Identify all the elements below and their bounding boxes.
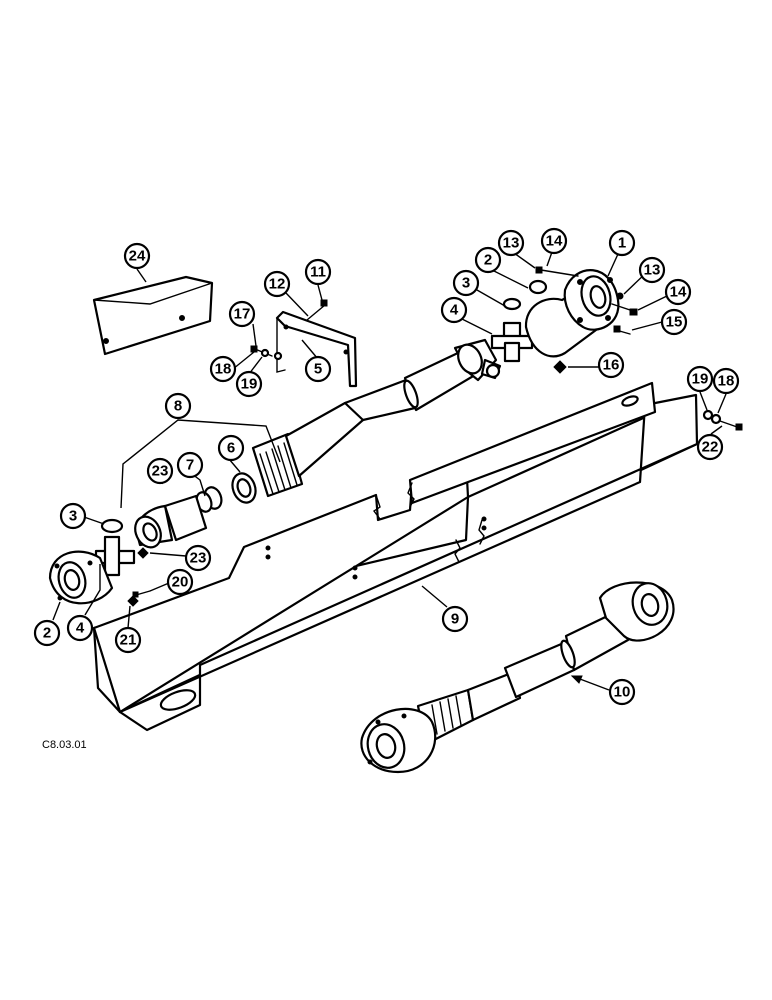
callout-9: 9	[441, 605, 469, 633]
right-guard-fasteners	[702, 409, 743, 431]
callout-label: 4	[450, 302, 459, 319]
callout-13b: 13	[638, 256, 666, 284]
callout-2: 2	[474, 246, 502, 274]
callout-24: 24	[123, 242, 151, 270]
callout-label: 11	[310, 264, 326, 281]
callout-10: 10	[608, 678, 636, 706]
callout-14: 14	[540, 227, 568, 255]
callout-12: 12	[263, 270, 291, 298]
callout-label: 13	[644, 262, 661, 279]
bracket-plate-part-24	[92, 275, 214, 356]
callout-label: 6	[227, 440, 235, 457]
callout-label: 22	[702, 439, 719, 456]
callout-label: 13	[503, 235, 520, 252]
upper-universal-joint	[490, 297, 534, 363]
callout-19: 19	[235, 370, 263, 398]
shaft-guard-part-9	[92, 381, 699, 732]
callout-label: 17	[234, 306, 251, 323]
callout-1: 1	[608, 229, 636, 257]
callout-18b: 18	[712, 367, 740, 395]
upper-flange-bolts	[535, 266, 638, 374]
callout-label: 15	[666, 314, 683, 331]
callout-7: 7	[176, 451, 204, 479]
callout-19b: 19	[686, 365, 714, 393]
callout-label: 2	[484, 252, 492, 269]
callout-label: 1	[618, 235, 626, 252]
callout-label: 24	[129, 248, 146, 265]
callout-16: 16	[597, 351, 625, 379]
callout-label: 3	[69, 508, 77, 525]
callout-18: 18	[209, 355, 237, 383]
callout-label: 14	[670, 284, 687, 301]
callout-label: 8	[174, 398, 182, 415]
callout-label: 19	[692, 371, 709, 388]
callout-20: 20	[166, 568, 194, 596]
callout-label: 20	[172, 574, 189, 591]
drive-shaft-assembly-part-8	[251, 338, 502, 498]
callout-14b: 14	[664, 278, 692, 306]
callout-2b: 2	[33, 619, 61, 647]
callout-label: 12	[269, 276, 286, 293]
callout-label: 7	[186, 457, 194, 474]
callout-3: 3	[452, 269, 480, 297]
callout-label: 4	[76, 620, 85, 637]
callout-15: 15	[660, 308, 688, 336]
callout-21: 21	[114, 626, 142, 654]
callout-label: 23	[190, 550, 207, 567]
callout-label: 2	[43, 625, 51, 642]
callout-23: 23	[146, 457, 174, 485]
callout-23b: 23	[184, 544, 212, 572]
callout-label: 21	[120, 632, 137, 649]
upper-flange-yoke	[524, 269, 620, 358]
callout-11: 11	[304, 258, 332, 286]
callout-5: 5	[304, 355, 332, 383]
callout-label: 18	[215, 361, 232, 378]
callout-label: 9	[451, 611, 459, 628]
callout-6: 6	[217, 434, 245, 462]
callout-3b: 3	[59, 502, 87, 530]
bracket-fasteners	[250, 299, 328, 361]
complete-drive-shaft-part-10	[360, 581, 675, 774]
callout-label: 14	[546, 233, 563, 250]
callout-8: 8	[164, 392, 192, 420]
callout-13: 13	[497, 229, 525, 257]
callout-label: 16	[603, 357, 620, 374]
callout-label: 3	[462, 275, 470, 292]
callout-label: 10	[614, 684, 631, 701]
callout-17: 17	[228, 300, 256, 328]
figure-reference-code: C8.03.01	[42, 739, 87, 751]
callout-label: 5	[314, 361, 322, 378]
callout-4b: 4	[66, 614, 94, 642]
callout-4: 4	[440, 296, 468, 324]
callout-label: 19	[241, 376, 258, 393]
lower-left-yoke-and-bearings	[48, 464, 257, 607]
mounting-bracket-part-5	[275, 310, 358, 388]
callout-22: 22	[696, 433, 724, 461]
callout-label: 23	[152, 463, 169, 480]
callout-label: 18	[718, 373, 735, 390]
